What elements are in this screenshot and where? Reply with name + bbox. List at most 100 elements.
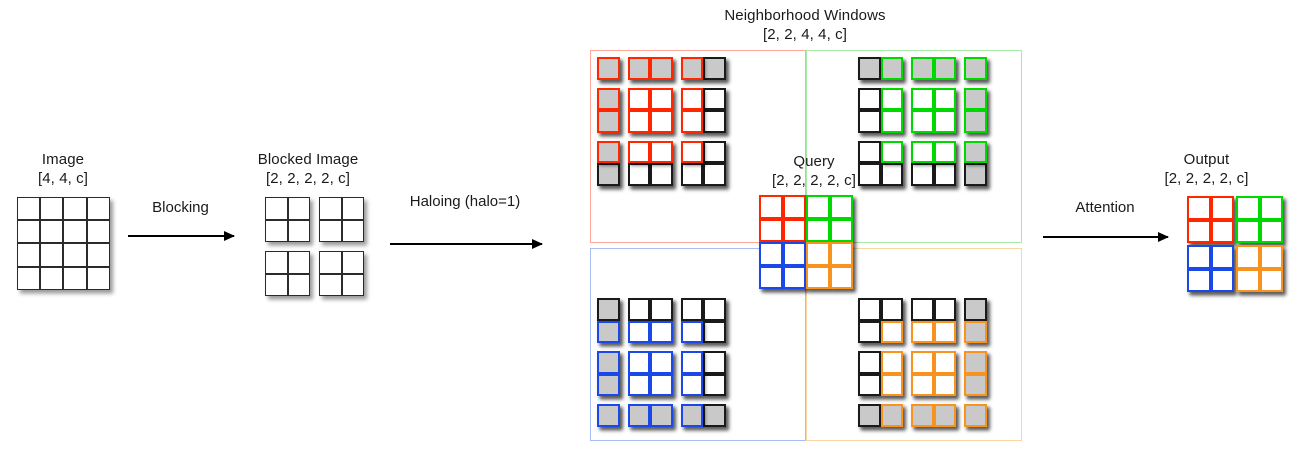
blocked-image-label-shape: [2, 2, 2, 2, c]: [265, 170, 351, 187]
halo-cell: [627, 57, 650, 80]
block-cell: [782, 195, 806, 219]
window-cell: [933, 110, 956, 133]
halo-tile: [858, 57, 903, 80]
halo-cell: [597, 110, 620, 133]
halo-cell: [933, 404, 956, 427]
halo-tile: [964, 298, 987, 343]
block-cell: [1187, 245, 1211, 269]
outside-cell: [858, 110, 881, 133]
outside-cell: [933, 298, 956, 321]
block-cell: [829, 265, 853, 289]
window-cell: [650, 140, 673, 163]
neighbor-tile: [911, 351, 956, 396]
image-cell: [63, 220, 87, 244]
blocking-label-line1: Blocking: [152, 199, 209, 216]
block-cell: [1236, 196, 1260, 220]
image-cell: [40, 266, 64, 290]
halo-cell: [703, 57, 726, 80]
blocked-image-block: [319, 251, 364, 296]
neighbor-tile: [911, 298, 956, 343]
block-cell: [782, 265, 806, 289]
block-cell: [1210, 268, 1234, 292]
halo-tile: [964, 140, 987, 186]
halo-tile: [627, 57, 673, 80]
blocked-image-cell: [265, 273, 288, 296]
outside-cell: [650, 298, 673, 321]
blocked-image-cell: [341, 197, 364, 220]
neighbor-tile: [911, 87, 956, 133]
block-cell: [1236, 245, 1260, 269]
neighbor-tile: [680, 298, 726, 343]
image-cell: [86, 197, 110, 221]
halo-cell: [964, 373, 987, 396]
neighbor-tile: [680, 87, 726, 133]
halo-tile: [911, 404, 956, 427]
halo-tile: [964, 351, 987, 396]
outside-cell: [703, 320, 726, 343]
window-cell: [627, 351, 650, 374]
halo-cell: [933, 57, 956, 80]
image-cell: [86, 243, 110, 267]
halo-cell: [858, 404, 881, 427]
blocked-image-block: [319, 197, 364, 242]
blocking-arrow: [128, 230, 235, 241]
halo-cell: [858, 57, 881, 80]
window-cell: [680, 320, 703, 343]
blocked-image-cell: [287, 273, 310, 296]
neighbor-tile: [627, 298, 673, 343]
neighborhood-quadrant-bottom-right: [806, 248, 1022, 441]
block-cell: [829, 195, 853, 219]
block-cell: [1259, 219, 1283, 243]
image-cell: [17, 220, 41, 244]
blocked-image-block: [265, 197, 310, 242]
image-cell: [17, 197, 41, 221]
halo-cell: [650, 404, 673, 427]
outside-cell: [680, 163, 703, 186]
halo-cell: [964, 87, 987, 110]
attention-arrow-label: Attention: [1040, 198, 1170, 217]
blocked-image-cell: [287, 197, 310, 220]
image-cell: [17, 266, 41, 290]
outside-cell: [703, 163, 726, 186]
neighborhood-label: Neighborhood Windows [2, 2, 4, 4, c]: [690, 6, 920, 44]
window-cell: [627, 140, 650, 163]
block-cell: [759, 242, 783, 266]
image-label-shape: [4, 4, c]: [37, 170, 89, 187]
window-cell: [680, 87, 703, 110]
neighbor-tile: [858, 351, 903, 396]
halo-cell: [627, 404, 650, 427]
output-label: Output [2, 2, 2, 2, c]: [1119, 150, 1294, 188]
query-label: Query [2, 2, 2, 2, c]: [744, 152, 884, 190]
outside-cell: [911, 163, 934, 186]
window-cell: [680, 351, 703, 374]
halo-cell: [597, 87, 620, 110]
window-cell: [650, 373, 673, 396]
blocked-image-cell: [265, 219, 288, 242]
window-cell: [880, 351, 903, 374]
block-cell: [1210, 219, 1234, 243]
halo-cell: [964, 298, 987, 321]
image-cell: [63, 197, 87, 221]
window-cell: [680, 373, 703, 396]
neighbor-tile: [858, 298, 903, 343]
block-cell: [1259, 268, 1283, 292]
outside-cell: [858, 373, 881, 396]
halo-cell: [597, 298, 620, 321]
halo-tile: [911, 57, 956, 80]
outside-cell: [858, 351, 881, 374]
window-cell: [680, 140, 703, 163]
block-cell: [759, 218, 783, 242]
outside-cell: [703, 87, 726, 110]
image-label: Image [4, 4, c]: [8, 150, 118, 188]
halo-cell: [911, 404, 934, 427]
blocked-image-cell: [319, 273, 342, 296]
blocked-image-cell: [319, 219, 342, 242]
neighbor-tile: [680, 140, 726, 186]
blocked-image-cell: [341, 273, 364, 296]
blocked-image-cell: [341, 219, 364, 242]
query-grid: [759, 195, 855, 291]
neighbor-tile: [858, 87, 903, 133]
block-cell: [806, 195, 830, 219]
blocked-image-cell: [287, 219, 310, 242]
